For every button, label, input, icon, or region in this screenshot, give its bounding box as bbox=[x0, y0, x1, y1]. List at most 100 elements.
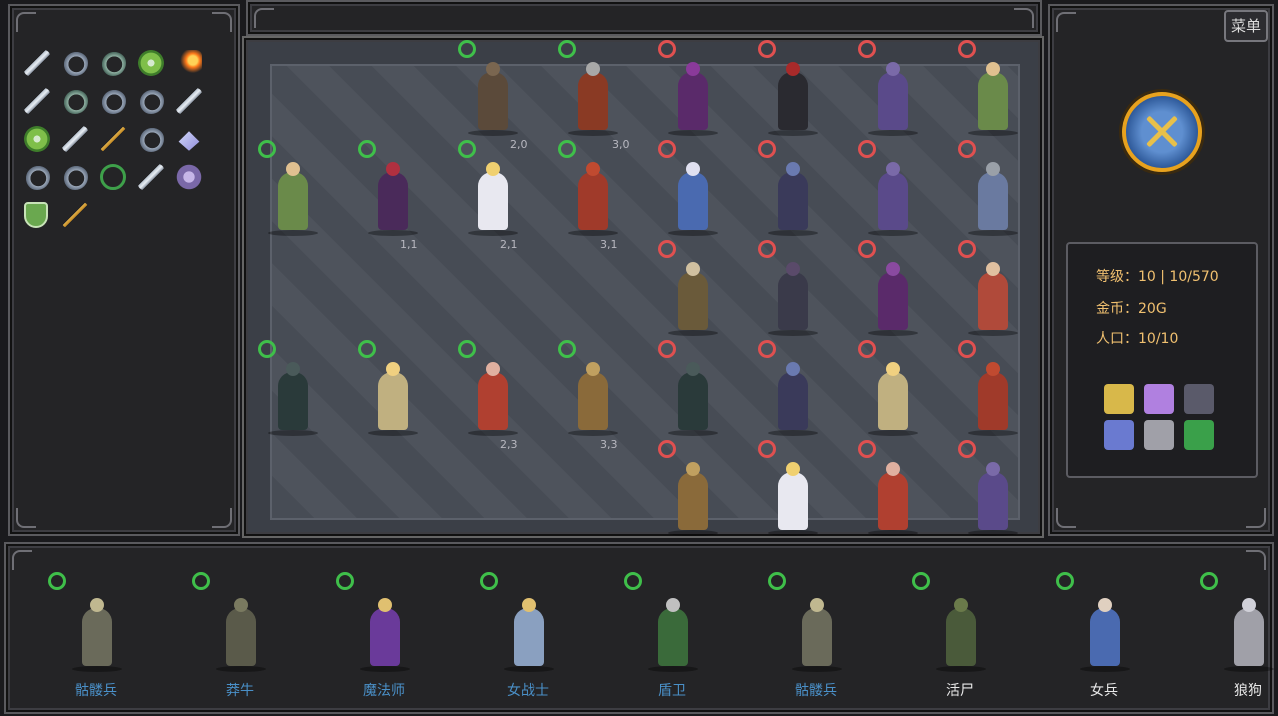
naga-enemy[interactable] bbox=[762, 158, 824, 236]
purple-blob-enemy[interactable] bbox=[662, 58, 724, 136]
enemy-marker-icon bbox=[858, 340, 876, 358]
ring-icon[interactable] bbox=[62, 88, 88, 114]
enemy-marker-icon bbox=[758, 140, 776, 158]
shop-unit-name: 魔法师 bbox=[363, 683, 405, 699]
angel-lancer-unit[interactable] bbox=[462, 158, 524, 236]
clover-bonus-icon[interactable] bbox=[1184, 420, 1214, 450]
sword-icon[interactable] bbox=[24, 50, 50, 76]
purple-wraith-enemy[interactable] bbox=[862, 158, 924, 236]
rhino-shaman-enemy[interactable] bbox=[962, 158, 1024, 236]
red-valkyrie-unit[interactable] bbox=[462, 358, 524, 436]
shop-slot[interactable]: 女战士 bbox=[458, 544, 598, 716]
wheat-bonus-icon[interactable] bbox=[1104, 384, 1134, 414]
unit-head bbox=[386, 362, 400, 376]
unit-shadow bbox=[360, 666, 410, 672]
level-text: 等级：10 | 10/570 bbox=[1096, 269, 1219, 285]
unit-head bbox=[954, 598, 968, 612]
unit-head bbox=[378, 598, 392, 612]
naga-enemy[interactable] bbox=[762, 358, 824, 436]
fireball-icon[interactable] bbox=[176, 50, 202, 76]
shop-unit-figure bbox=[930, 594, 992, 672]
dark-treant-unit[interactable] bbox=[462, 58, 524, 136]
ring-icon[interactable] bbox=[100, 88, 126, 114]
kraken-tower-unit[interactable] bbox=[562, 358, 624, 436]
unit-shadow bbox=[868, 330, 918, 336]
red-hound-unit[interactable] bbox=[562, 158, 624, 236]
disc-icon[interactable] bbox=[138, 50, 164, 76]
shop-slot[interactable]: 狼狗 bbox=[1178, 544, 1278, 716]
purple-wraith-enemy[interactable] bbox=[962, 458, 1024, 536]
unit-shadow bbox=[968, 430, 1018, 436]
plague-ranger-enemy[interactable] bbox=[662, 358, 724, 436]
monk-enemy[interactable] bbox=[962, 258, 1024, 336]
shop-slot[interactable]: 骷髅兵 bbox=[746, 544, 886, 716]
ninja-bonus-icon[interactable] bbox=[1184, 384, 1214, 414]
angel-lancer-enemy[interactable] bbox=[762, 458, 824, 536]
armored-swordsman-unit[interactable] bbox=[562, 58, 624, 136]
ring-icon[interactable] bbox=[62, 50, 88, 76]
kraken-tower-enemy[interactable] bbox=[662, 458, 724, 536]
red-valkyrie-enemy[interactable] bbox=[862, 458, 924, 536]
unit-head bbox=[686, 162, 700, 176]
spear-icon[interactable] bbox=[176, 88, 202, 114]
unit-head bbox=[786, 362, 800, 376]
elf-archer-unit[interactable] bbox=[262, 158, 324, 236]
shop-slot[interactable]: 女兵 bbox=[1034, 544, 1174, 716]
bow-icon[interactable] bbox=[100, 164, 126, 190]
blue-dancer-enemy[interactable] bbox=[662, 158, 724, 236]
shop-slot[interactable]: 骷髅兵 bbox=[26, 544, 166, 716]
unit-body bbox=[946, 608, 976, 666]
ring-icon[interactable] bbox=[62, 164, 88, 190]
crossbow-elf-unit[interactable] bbox=[362, 358, 424, 436]
dancer-bonus-icon[interactable] bbox=[1104, 420, 1134, 450]
unit-head bbox=[486, 362, 500, 376]
unit-shadow bbox=[968, 130, 1018, 136]
unit-body bbox=[978, 172, 1008, 230]
shield-icon[interactable] bbox=[24, 202, 48, 228]
unit-head bbox=[886, 362, 900, 376]
unit-body bbox=[578, 372, 608, 430]
unit-head bbox=[786, 262, 800, 276]
ring-icon[interactable] bbox=[24, 164, 50, 190]
shop-slot[interactable]: 盾卫 bbox=[602, 544, 742, 716]
ring-icon[interactable] bbox=[138, 126, 164, 152]
plague-ranger-unit[interactable] bbox=[262, 358, 324, 436]
shop-slot[interactable]: 莽牛 bbox=[170, 544, 310, 716]
cell-coord: 1,1 bbox=[400, 238, 418, 251]
disc-icon[interactable] bbox=[24, 126, 50, 152]
unit-head bbox=[486, 162, 500, 176]
ninja-enemy[interactable] bbox=[762, 58, 824, 136]
ring-icon[interactable] bbox=[138, 88, 164, 114]
unit-body bbox=[378, 372, 408, 430]
purple-wraith-enemy[interactable] bbox=[862, 58, 924, 136]
red-hound-enemy[interactable] bbox=[962, 358, 1024, 436]
magnifier-wand-icon[interactable] bbox=[62, 202, 88, 228]
heal-cross-bonus-icon[interactable] bbox=[1144, 384, 1174, 414]
crossbow-elf-enemy[interactable] bbox=[862, 358, 924, 436]
elf-archer-enemy[interactable] bbox=[962, 58, 1024, 136]
unit-body bbox=[878, 172, 908, 230]
sword-icon[interactable] bbox=[138, 164, 164, 190]
cell-coord: 3,1 bbox=[600, 238, 618, 251]
shop-unit-figure bbox=[1218, 594, 1278, 672]
menu-button[interactable]: 菜单 bbox=[1224, 10, 1268, 42]
shop-slot[interactable]: 活尸 bbox=[890, 544, 1030, 716]
sword-icon[interactable] bbox=[62, 126, 88, 152]
unit-shadow bbox=[268, 230, 318, 236]
staff-icon[interactable] bbox=[24, 88, 50, 114]
hooded-mage-enemy[interactable] bbox=[762, 258, 824, 336]
cell-coord: 3,0 bbox=[612, 138, 630, 151]
unit-shadow bbox=[668, 230, 718, 236]
unit-body bbox=[678, 172, 708, 230]
spellbook-icon[interactable] bbox=[178, 131, 200, 151]
halberd-warrior-enemy[interactable] bbox=[662, 258, 724, 336]
tentacle-eye-enemy[interactable] bbox=[862, 258, 924, 336]
tentacle-medusa-unit[interactable] bbox=[362, 158, 424, 236]
unit-body bbox=[878, 72, 908, 130]
orb-icon[interactable] bbox=[176, 164, 202, 190]
wolf-bonus-icon[interactable] bbox=[1144, 420, 1174, 450]
shop-slot[interactable]: 魔法师 bbox=[314, 544, 454, 716]
start-battle-button[interactable] bbox=[1122, 92, 1202, 172]
ring-icon[interactable] bbox=[100, 50, 126, 76]
wand-icon[interactable] bbox=[100, 126, 126, 152]
